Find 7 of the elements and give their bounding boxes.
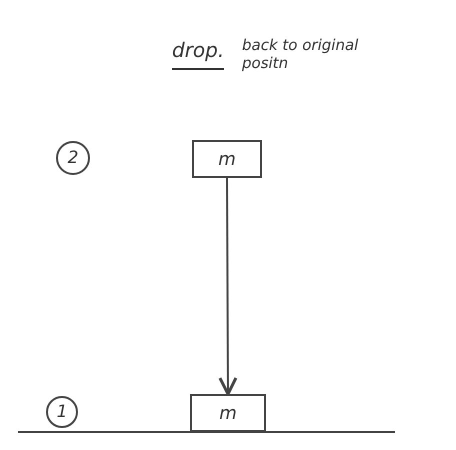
- handwritten-note: drop.: [172, 38, 224, 70]
- mass-box: m: [190, 394, 266, 432]
- arrow: [218, 178, 238, 396]
- handwritten-note: back to original positn: [242, 36, 360, 72]
- circled-number: 2: [56, 141, 90, 175]
- circled-number: 1: [46, 396, 78, 428]
- mass-box: m: [192, 140, 262, 178]
